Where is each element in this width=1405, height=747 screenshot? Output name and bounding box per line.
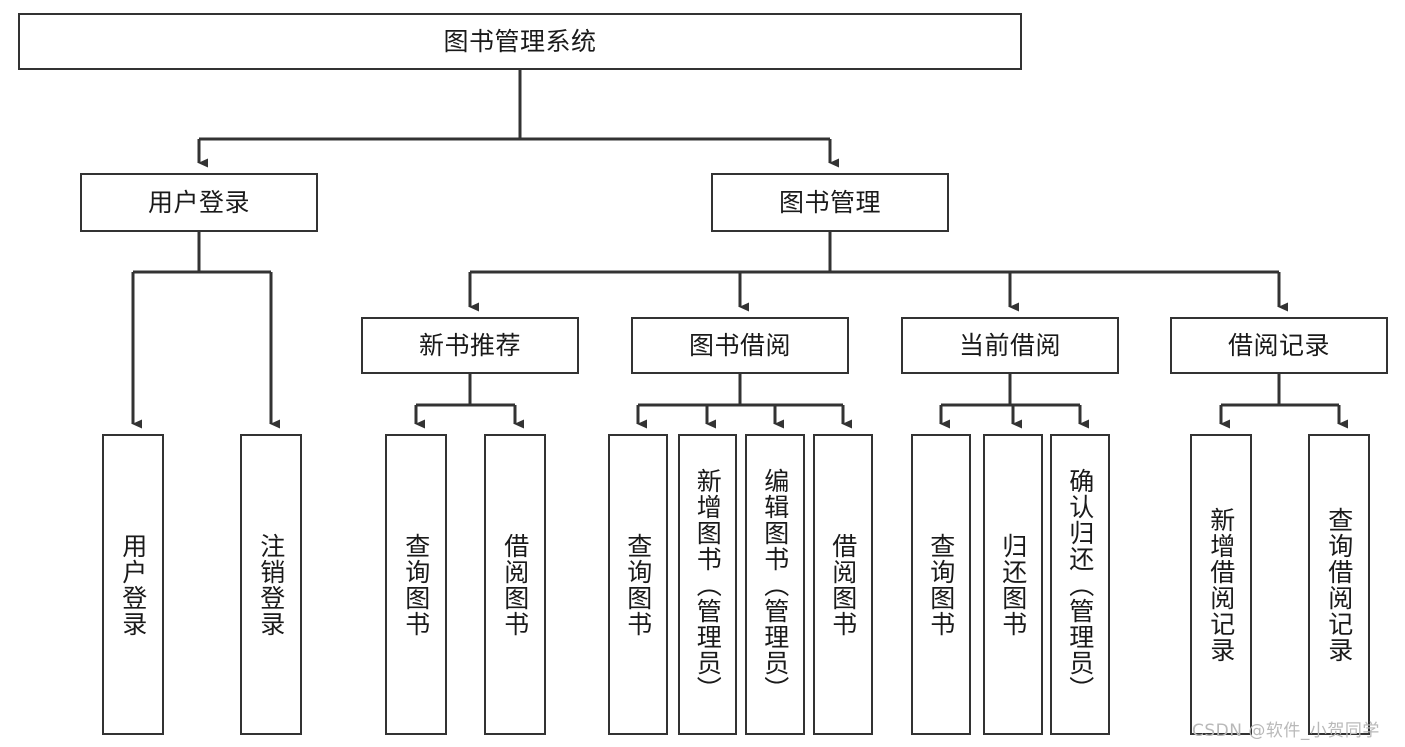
node-leaf-query-book-1[interactable]: 查询图书 — [385, 434, 447, 735]
node-leaf-confirm-return-label: 确认归还（管理员） — [1065, 467, 1095, 702]
node-leaf-confirm-return[interactable]: 确认归还（管理员） — [1050, 434, 1110, 735]
node-leaf-user-login[interactable]: 用户登录 — [102, 434, 164, 735]
node-new-book-recommend-label: 新书推荐 — [418, 330, 521, 360]
node-user-login[interactable]: 用户登录 — [80, 173, 318, 232]
node-borrow-record-label: 借阅记录 — [1227, 330, 1330, 360]
node-leaf-query-book-3[interactable]: 查询图书 — [911, 434, 971, 735]
node-book-manage[interactable]: 图书管理 — [711, 173, 949, 232]
node-leaf-query-book-3-label: 查询图书 — [926, 532, 956, 637]
node-leaf-add-book-label: 新增图书（管理员） — [693, 467, 723, 702]
node-book-borrow-label: 图书借阅 — [688, 330, 791, 360]
node-book-manage-label: 图书管理 — [778, 187, 881, 217]
node-root[interactable]: 图书管理系统 — [18, 13, 1022, 70]
node-leaf-query-record-label: 查询借阅记录 — [1324, 506, 1354, 663]
node-leaf-add-record[interactable]: 新增借阅记录 — [1190, 434, 1252, 735]
node-borrow-record[interactable]: 借阅记录 — [1170, 317, 1388, 374]
node-leaf-logout-label: 注销登录 — [256, 532, 286, 637]
node-leaf-return-book[interactable]: 归还图书 — [983, 434, 1043, 735]
node-leaf-edit-book[interactable]: 编辑图书（管理员） — [745, 434, 805, 735]
node-leaf-add-book[interactable]: 新增图书（管理员） — [678, 434, 737, 735]
node-new-book-recommend[interactable]: 新书推荐 — [361, 317, 579, 374]
node-user-login-label: 用户登录 — [147, 187, 250, 217]
node-leaf-query-book-1-label: 查询图书 — [401, 532, 431, 637]
node-leaf-return-book-label: 归还图书 — [998, 532, 1028, 637]
node-leaf-logout[interactable]: 注销登录 — [240, 434, 302, 735]
watermark-text: CSDN @软件_小贺同学 — [1192, 721, 1380, 741]
node-leaf-edit-book-label: 编辑图书（管理员） — [760, 467, 790, 702]
node-leaf-query-book-2[interactable]: 查询图书 — [608, 434, 668, 735]
node-leaf-query-book-2-label: 查询图书 — [623, 532, 653, 637]
node-leaf-user-login-label: 用户登录 — [118, 532, 148, 637]
node-leaf-add-record-label: 新增借阅记录 — [1206, 506, 1236, 663]
node-current-borrow-label: 当前借阅 — [958, 330, 1061, 360]
node-leaf-borrow-book-1-label: 借阅图书 — [500, 532, 530, 637]
node-book-borrow[interactable]: 图书借阅 — [631, 317, 849, 374]
node-current-borrow[interactable]: 当前借阅 — [901, 317, 1119, 374]
node-root-label: 图书管理系统 — [443, 26, 597, 56]
node-leaf-borrow-book-2[interactable]: 借阅图书 — [813, 434, 873, 735]
node-leaf-borrow-book-2-label: 借阅图书 — [828, 532, 858, 637]
node-leaf-query-record[interactable]: 查询借阅记录 — [1308, 434, 1370, 735]
node-leaf-borrow-book-1[interactable]: 借阅图书 — [484, 434, 546, 735]
